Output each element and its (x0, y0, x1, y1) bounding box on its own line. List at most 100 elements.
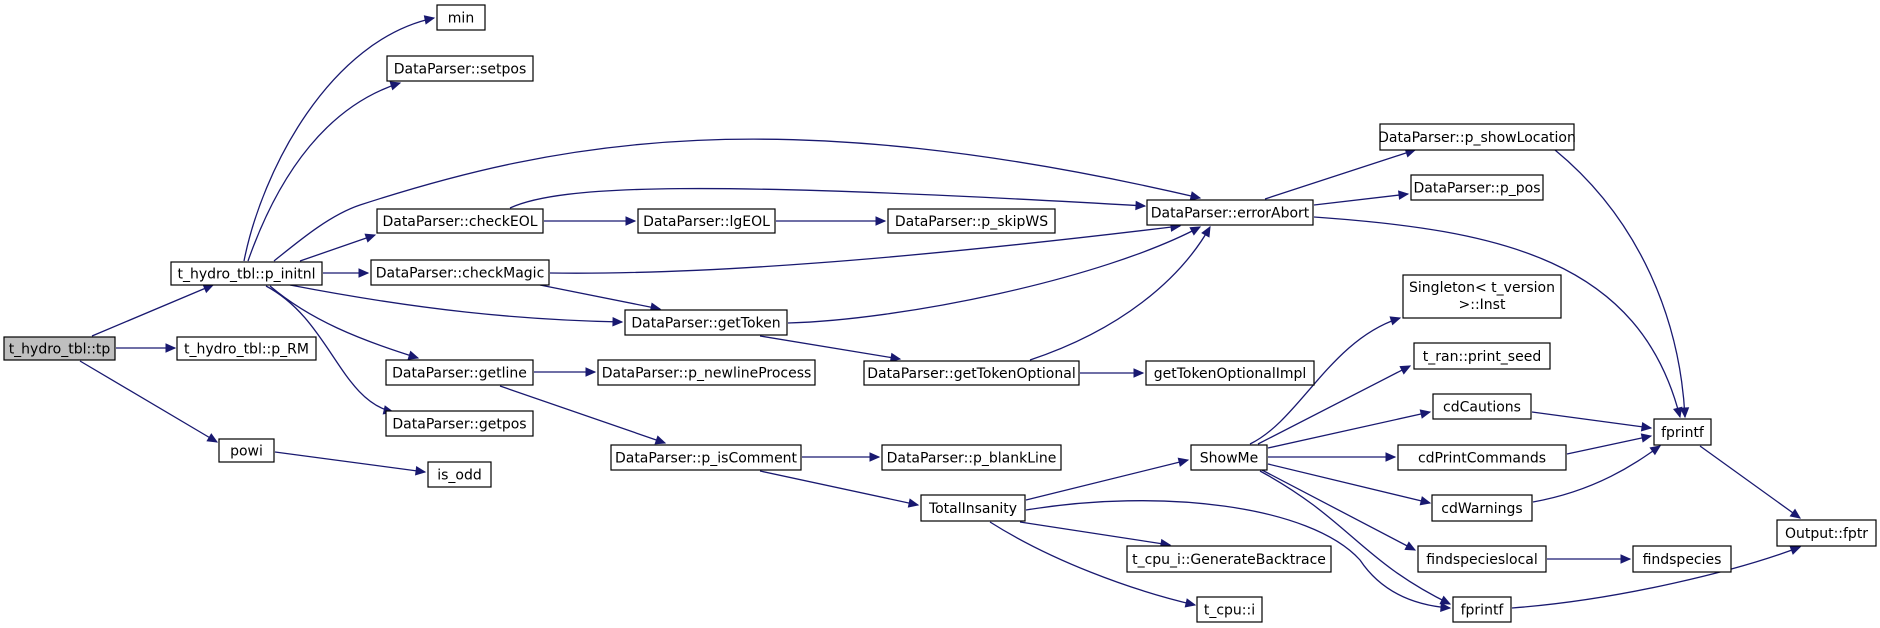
arrowhead-icon (907, 498, 920, 508)
node-cdwarnings[interactable]: cdWarnings (1431, 494, 1533, 522)
arrowhead-icon (1419, 409, 1432, 419)
node-gettoken[interactable]: DataParser::getToken (624, 309, 788, 336)
edge-line (1313, 193, 1409, 206)
node-label: DataParser::p_newlineProcess (602, 366, 812, 382)
edge-piscomment-to-totalinsanity (759, 470, 920, 508)
node-label: t_cpu_i::GenerateBacktrace (1132, 552, 1326, 568)
node-box (887, 208, 1056, 234)
node-errorabort[interactable]: DataParser::errorAbort (1146, 199, 1314, 226)
edge-line (1259, 470, 1451, 605)
node-showme[interactable]: ShowMe (1190, 444, 1268, 471)
edge-gettoken-to-gettokenopt (759, 335, 902, 363)
node-lgeol[interactable]: DataParser::lgEOL (637, 208, 776, 234)
node-fprintf2[interactable]: fprintf (1452, 596, 1512, 623)
arrowhead-icon (1673, 406, 1683, 419)
edge-pinitnl-to-gettoken (289, 284, 624, 327)
node-checkeol[interactable]: DataParser::checkEOL (376, 208, 544, 234)
edge-totalinsanity-to-fprintf2 (1025, 500, 1452, 613)
node-backtrace[interactable]: t_cpu_i::GenerateBacktrace (1126, 545, 1332, 573)
node-min[interactable]: min (436, 4, 486, 31)
node-totalinsanity[interactable]: TotalInsanity (920, 494, 1026, 522)
node-box (1431, 494, 1533, 522)
edge-checkeol-to-lgeol (544, 216, 637, 226)
node-label: DataParser::p_blankLine (887, 451, 1057, 467)
node-box (1413, 342, 1551, 370)
edge-line (1313, 216, 1681, 418)
edge-gettoken-to-errorabort (787, 226, 1202, 324)
node-pinitnl[interactable]: t_hydro_tbl::p_initnl (170, 261, 323, 286)
edge-pinitnl-to-checkmagic (323, 268, 370, 278)
node-pblankline[interactable]: DataParser::p_blankLine (881, 444, 1062, 471)
node-box (385, 410, 534, 437)
node-box (637, 208, 776, 234)
node-ppos[interactable]: DataParser::p_pos (1410, 174, 1544, 201)
node-label: DataParser::lgEOL (643, 214, 770, 230)
node-isodd[interactable]: is_odd (427, 461, 492, 488)
edge-line (299, 234, 376, 262)
edge-line (243, 17, 435, 262)
node-gettokenopt[interactable]: DataParser::getTokenOptional (863, 360, 1080, 386)
node-checkmagic[interactable]: DataParser::checkMagic (370, 259, 550, 286)
arrowhead-icon (585, 367, 597, 377)
node-pshowloc[interactable]: DataParser::p_showLocation (1378, 123, 1576, 151)
edge-line (499, 385, 666, 444)
edge-showme-to-findspecieslocal (1261, 469, 1417, 551)
edge-cdwarnings-to-fprintf1 (1532, 445, 1662, 503)
edge-line (539, 284, 661, 310)
node-box (170, 261, 323, 286)
edge-showme-to-cdcautions (1267, 409, 1432, 449)
node-box (1146, 199, 1314, 226)
node-findspecieslocal[interactable]: findspecieslocal (1417, 545, 1547, 573)
arrowhead-icon (1640, 421, 1653, 432)
node-label: is_odd (437, 468, 482, 484)
node-fprintf1[interactable]: fprintf (1653, 418, 1712, 446)
node-setpos[interactable]: DataParser::setpos (386, 55, 534, 82)
edge-errorabort-to-ppos (1313, 190, 1410, 206)
node-label-line2: >::Inst (1459, 297, 1506, 313)
node-getline[interactable]: DataParser::getline (385, 359, 534, 386)
edge-line (274, 451, 426, 473)
arrowhead-icon (1201, 225, 1211, 238)
node-gettokenoptimpl[interactable]: getTokenOptionalImpl (1145, 360, 1315, 386)
node-label: Output::fptr (1785, 526, 1868, 542)
node-box (386, 55, 534, 82)
node-label: ShowMe (1200, 451, 1258, 467)
node-findspecies[interactable]: findspecies (1632, 545, 1732, 573)
edge-pinitnl-to-setpos (247, 81, 402, 262)
edge-line (989, 521, 1196, 606)
edge-line (1267, 411, 1431, 449)
node-cdprintcommands[interactable]: cdPrintCommands (1397, 444, 1567, 471)
edge-line (1554, 149, 1686, 418)
arrowhead-icon (1133, 368, 1145, 378)
arrowhead-icon (869, 452, 881, 462)
node-prm[interactable]: t_hydro_tbl::p_RM (176, 336, 317, 361)
arrowhead-icon (1439, 595, 1452, 605)
node-printseed[interactable]: t_ran::print_seed (1413, 342, 1551, 370)
node-label: findspecieslocal (1426, 552, 1538, 568)
edge-fprintf1-to-outputfptr (1699, 445, 1802, 519)
edge-line (549, 225, 1181, 274)
node-box (1417, 545, 1547, 573)
node-powi[interactable]: powi (218, 438, 275, 463)
node-piscomment[interactable]: DataParser::p_isComment (610, 444, 802, 471)
node-outputfptr[interactable]: Output::fptr (1776, 519, 1877, 547)
node-cdcautions[interactable]: cdCautions (1432, 393, 1532, 420)
node-box (1126, 545, 1332, 573)
node-label: findspecies (1643, 552, 1722, 568)
node-singleton[interactable]: Singleton< t_version>::Inst (1402, 274, 1562, 319)
node-pskipws[interactable]: DataParser::p_skipWS (887, 208, 1056, 234)
edge-pshowloc-to-fprintf1 (1554, 149, 1690, 419)
node-getpos[interactable]: DataParser::getpos (385, 410, 534, 437)
edge-powi-to-isodd (274, 451, 427, 476)
edge-lgeol-to-pskipws (776, 216, 887, 226)
node-label: powi (230, 444, 263, 460)
edge-line (289, 284, 623, 323)
edge-line (759, 335, 901, 360)
node-label: DataParser::getpos (392, 417, 526, 433)
node-pnewline[interactable]: DataParser::p_newlineProcess (597, 359, 816, 386)
arrowhead-icon (1189, 226, 1202, 236)
edge-line (247, 82, 401, 262)
node-tp[interactable]: t_hydro_tbl::tp (3, 336, 116, 361)
node-tcpui[interactable]: t_cpu::i (1196, 596, 1263, 623)
node-label: min (448, 11, 474, 27)
